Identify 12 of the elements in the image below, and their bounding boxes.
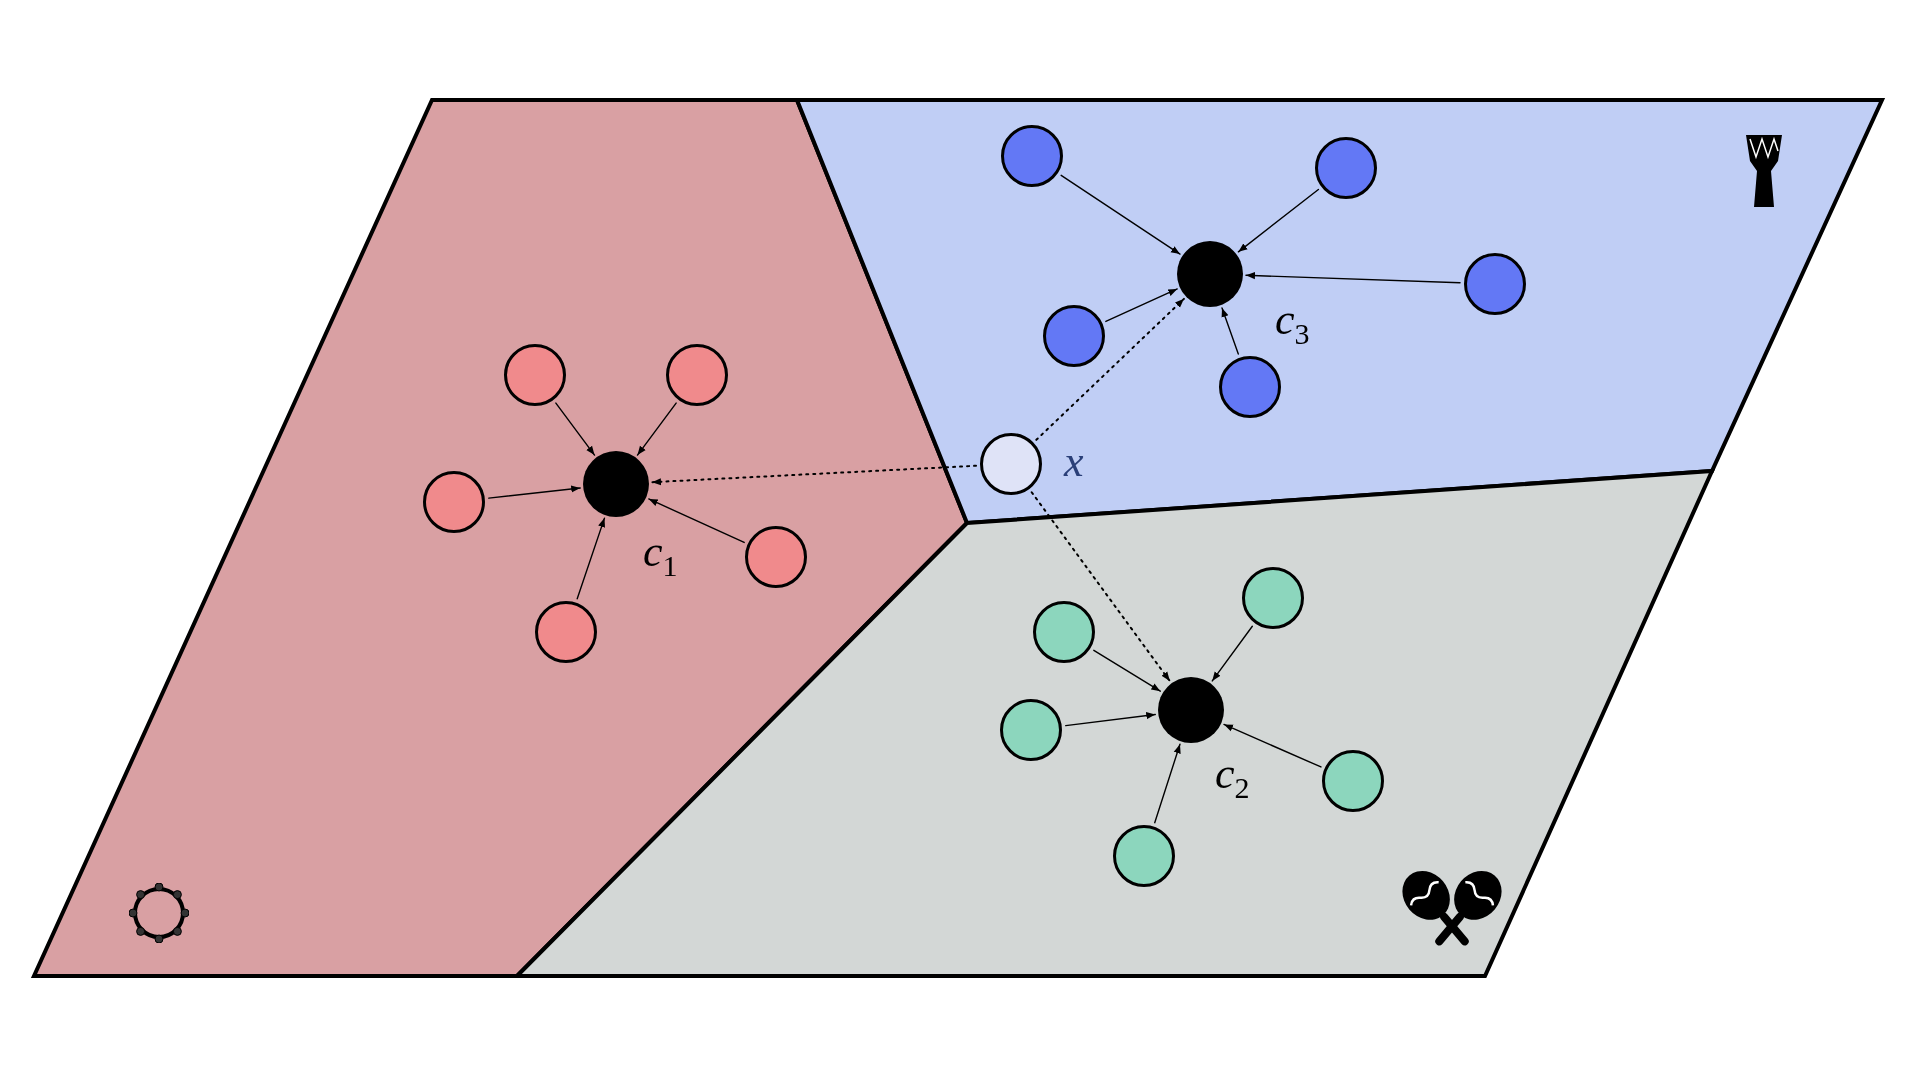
arrow <box>555 402 596 456</box>
arrow <box>1105 288 1178 323</box>
dotted-arrow <box>1035 297 1185 441</box>
cluster-region <box>34 100 967 976</box>
arrow <box>636 402 677 456</box>
arrow <box>1221 307 1239 355</box>
arrow <box>1245 272 1461 284</box>
point-label: x <box>1064 440 1084 484</box>
arrow <box>1060 174 1181 255</box>
arrow <box>1237 188 1320 253</box>
cluster-region <box>797 100 1882 523</box>
centroid-label: c$_{3}$ <box>1275 298 1310 349</box>
